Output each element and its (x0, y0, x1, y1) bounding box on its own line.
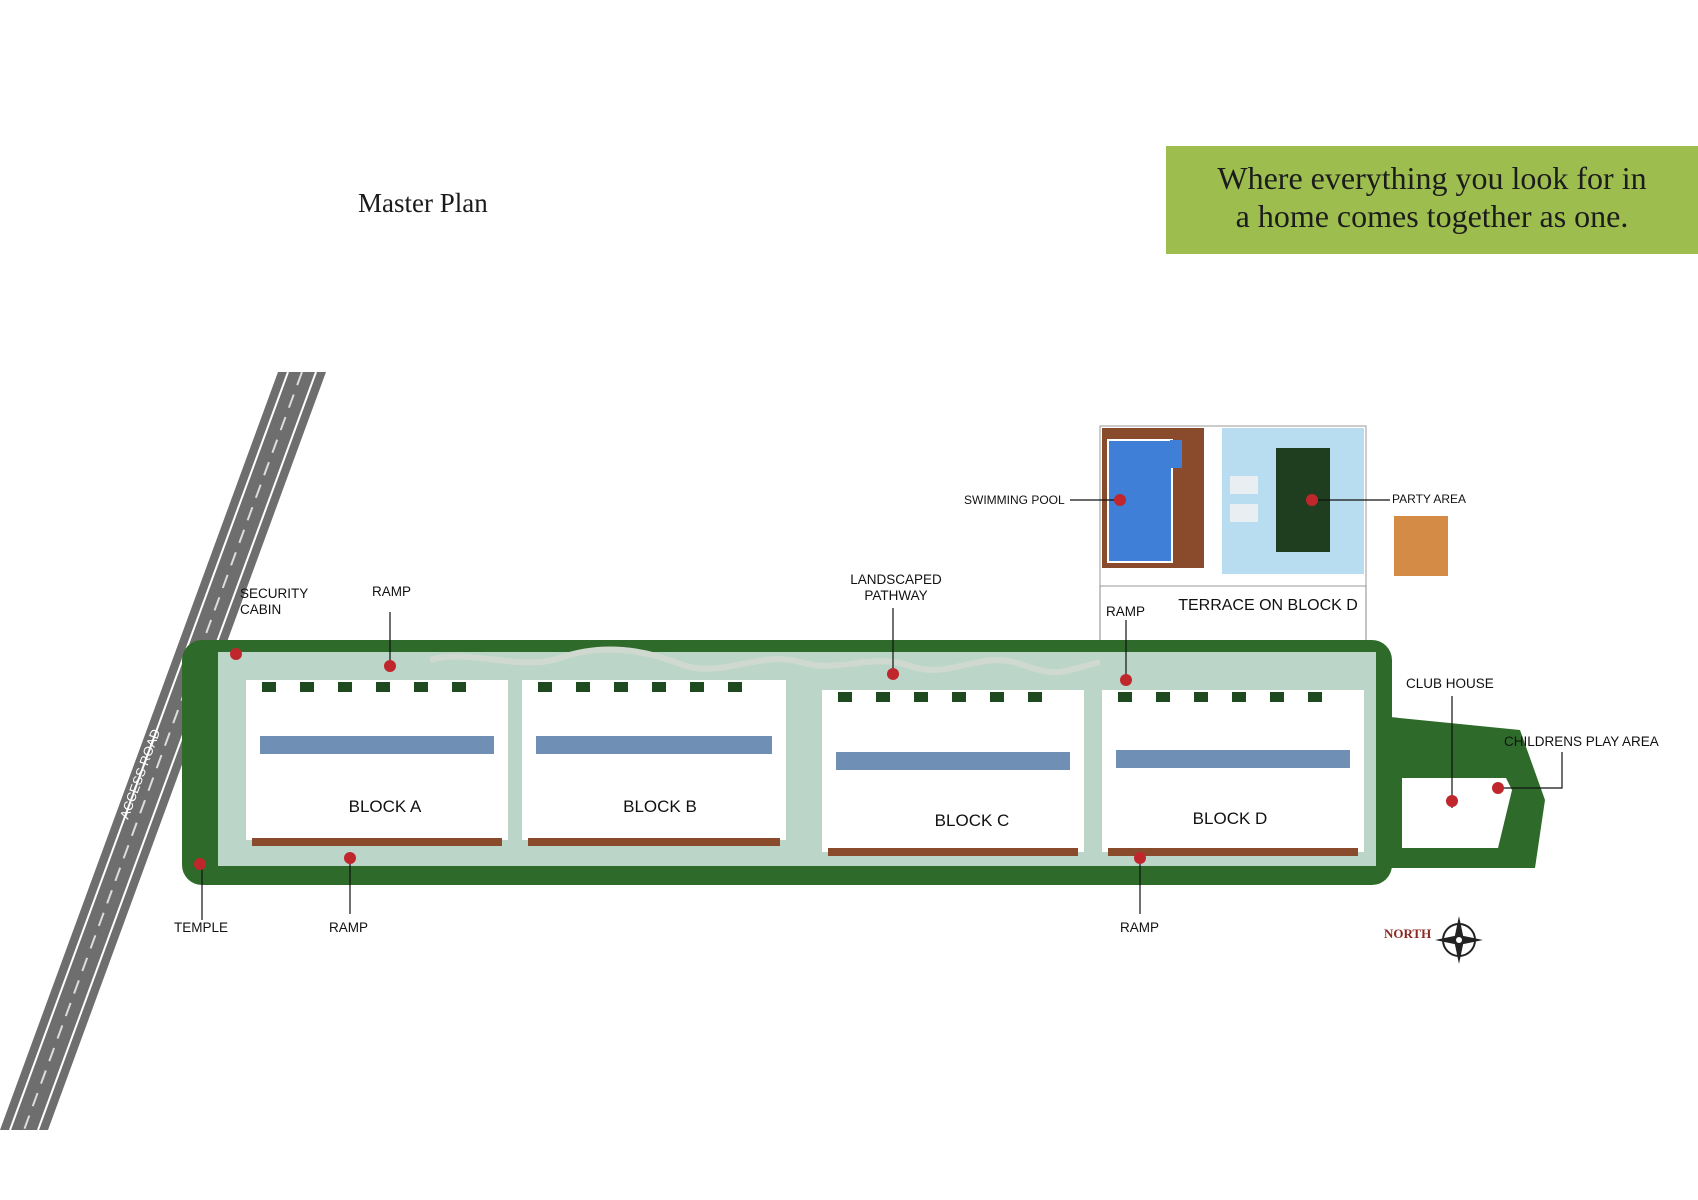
block-b (522, 680, 786, 846)
ramp-label-bottom-left: RAMP (329, 920, 368, 935)
swimming-pool-label: SWIMMING POOL (964, 493, 1065, 507)
block-b-label: BLOCK B (623, 797, 697, 816)
block-c-label: BLOCK C (935, 811, 1010, 830)
tagline-line-2: a home comes together as one. (1235, 198, 1629, 234)
temple-label: TEMPLE (174, 920, 228, 935)
party-area-label: PARTY AREA (1392, 492, 1466, 506)
block-a (246, 680, 508, 846)
compass-label: NORTH (1384, 926, 1431, 941)
club-house-label: CLUB HOUSE (1406, 676, 1494, 691)
block-c (822, 690, 1084, 856)
tagline-banner: Where everything you look for in a home … (1166, 146, 1698, 254)
location-markers (194, 494, 1504, 870)
landscaped-pathway-label-2: PATHWAY (864, 588, 927, 603)
terrace-label: TERRACE ON BLOCK D (1178, 597, 1358, 614)
security-cabin-label-1: SECURITY (240, 586, 308, 601)
ramp-label-top-right: RAMP (1106, 604, 1145, 619)
landscaped-pathway-label-1: LANDSCAPED (850, 572, 942, 587)
leader-lines (201, 499, 1563, 920)
ramp-label-top-left: RAMP (372, 584, 411, 599)
ramp-label-bottom-right: RAMP (1120, 920, 1159, 935)
block-d-label: BLOCK D (1193, 809, 1268, 828)
security-cabin-label-2: CABIN (240, 602, 281, 617)
page-title: Master Plan (358, 188, 488, 218)
block-d (1102, 690, 1364, 856)
unit-stubs (262, 682, 1322, 702)
north-compass-icon (1435, 916, 1483, 964)
block-a-label: BLOCK A (349, 797, 422, 816)
club-house-area (1402, 778, 1512, 848)
tagline-line-1: Where everything you look for in (1217, 160, 1647, 196)
childrens-play-area-label: CHILDRENS PLAY AREA (1504, 734, 1659, 749)
terrace-on-block-d: TERRACE ON BLOCK D (1099, 425, 1448, 640)
